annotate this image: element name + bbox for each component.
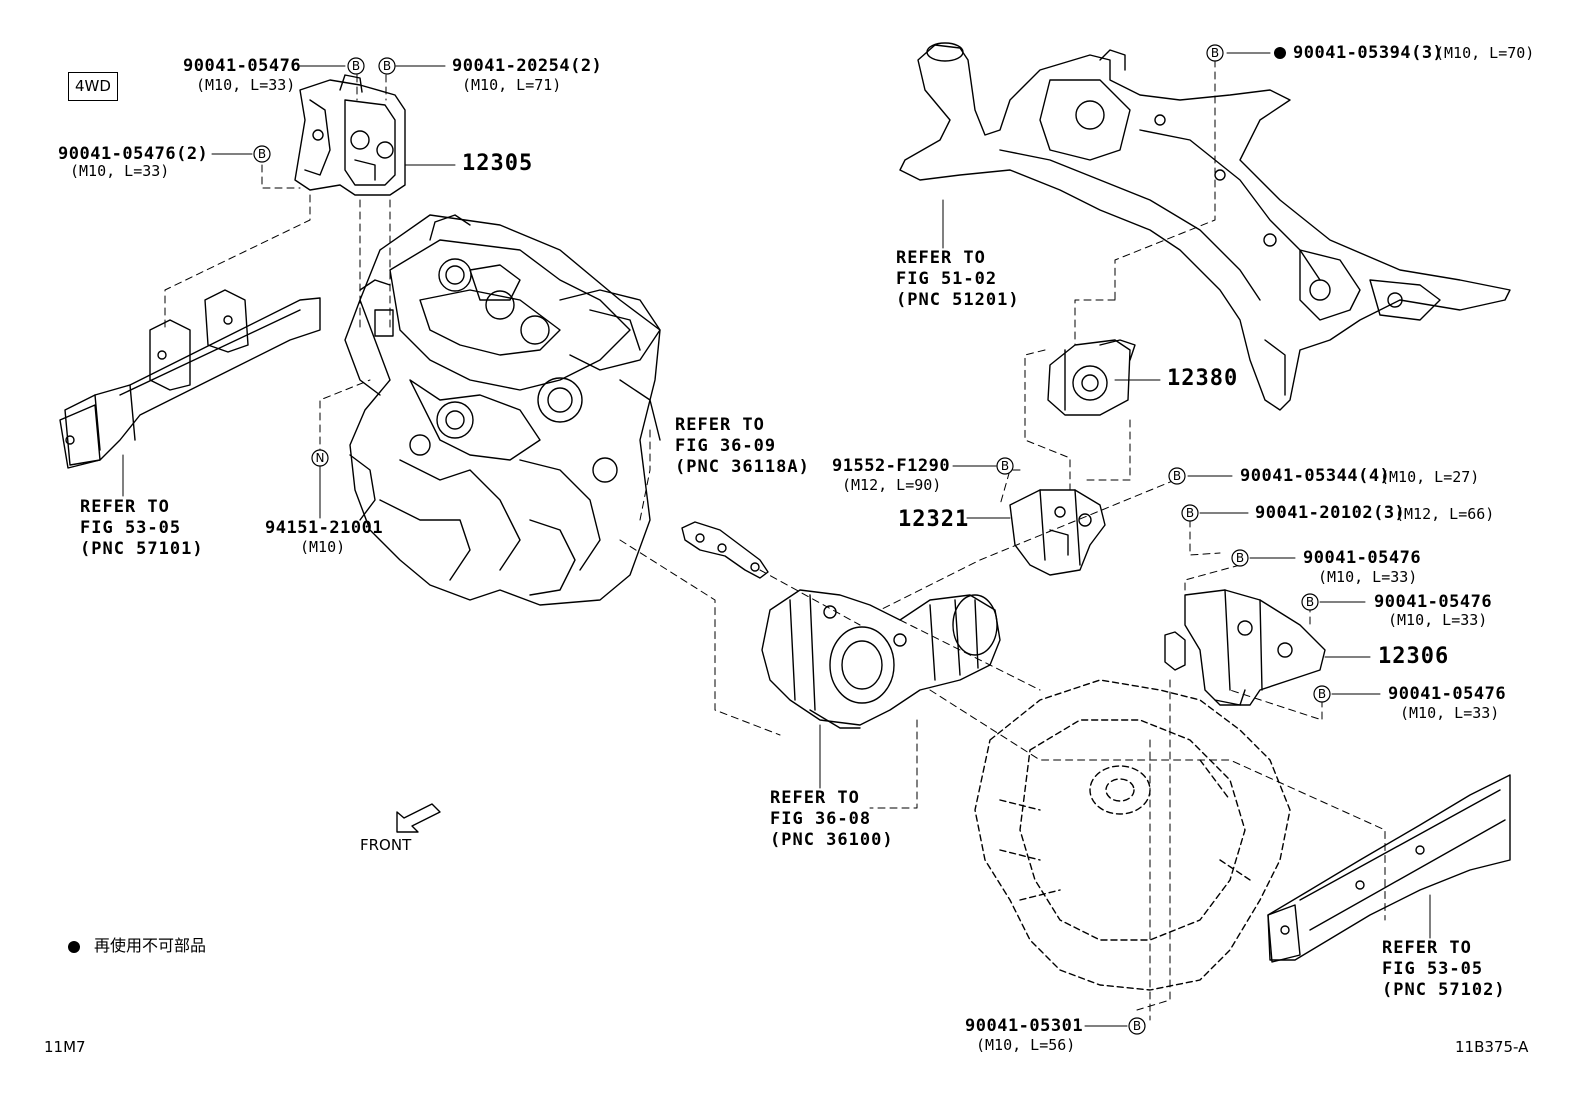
part-spec: (M12, L=90) [842,476,942,494]
front-label: FRONT [360,836,412,854]
part-spec: (M10, L=33) [1400,704,1500,722]
svg-text:B: B [1236,551,1244,565]
part-spec: (M10, L=71) [462,76,562,94]
footer-code-left: 11M7 [44,1038,86,1056]
part-spec: (M10, L=33) [70,162,170,180]
dashed-guide-lines [164,59,1386,1021]
part-spec: (M12, L=66) [1395,505,1495,523]
svg-text:B: B [258,147,266,161]
part-number-90041-05301[interactable]: 90041-05301 [965,1016,1084,1036]
part-spec: (M10, L=27) [1380,468,1480,486]
svg-text:B: B [1186,506,1194,520]
refer-fig-36-09[interactable]: REFER TO FIG 36-09 (PNC 36118A) [675,415,810,477]
circled-b-icon: B [1168,467,1186,485]
bracket-36118a-drawing [681,521,769,579]
part-spec: (M10, L=33) [1388,611,1488,629]
part-number-12305[interactable]: 12305 [462,151,534,176]
transmission-mount-12306-drawing [1164,589,1326,706]
part-number-12380[interactable]: 12380 [1167,366,1239,391]
svg-text:B: B [1173,469,1181,483]
engine-mount-12305-drawing [294,74,406,196]
part-spec: (M10, L=70) [1435,44,1535,62]
engine-drawing [344,214,661,606]
svg-text:B: B [1306,595,1314,609]
part-number-90041-05476-c[interactable]: 90041-05476 [1303,548,1422,568]
transfer-assembly-drawing [761,589,1001,729]
circled-n-icon: N [311,449,329,467]
circled-b-icon: B [1181,504,1199,522]
part-number-90041-20254[interactable]: 90041-20254(2) [452,56,603,76]
part-number-90041-05476-e[interactable]: 90041-05476 [1388,684,1507,704]
svg-text:B: B [1133,1019,1141,1033]
svg-text:B: B [1211,46,1219,60]
circled-b-icon: B [1231,549,1249,567]
front-arrow-icon [396,803,441,833]
non-reusable-dot-icon [1274,47,1286,59]
part-number-12306[interactable]: 12306 [1378,644,1450,669]
bracket-12321-drawing [1009,489,1106,576]
part-number-12321[interactable]: 12321 [898,507,970,532]
svg-text:B: B [1318,687,1326,701]
part-number-94151-21001[interactable]: 94151-21001 [265,518,384,538]
svg-text:B: B [352,59,360,73]
part-spec: (M10, L=33) [1318,568,1418,586]
part-spec: (M10, L=33) [196,76,296,94]
non-reusable-dot-icon [68,941,80,953]
leader-lines [122,52,1431,1027]
refer-fig-51-02[interactable]: REFER TO FIG 51-02 (PNC 51201) [896,248,1020,310]
part-spec: (M10, L=56) [976,1036,1076,1054]
circled-b-icon: B [253,145,271,163]
suspension-crossmember-drawing [899,42,1511,411]
badge-4wd: 4WD [68,72,118,101]
circled-b-icon: B [1206,44,1224,62]
footer-code-right: 11B375-A [1455,1038,1529,1056]
circled-b-icon: B [1313,685,1331,703]
part-number-90041-05394[interactable]: 90041-05394(3) [1293,43,1444,63]
part-number-91552-f1290[interactable]: 91552-F1290 [832,456,951,476]
part-number-90041-05476-a[interactable]: 90041-05476 [183,56,302,76]
refer-fig-53-05-left[interactable]: REFER TO FIG 53-05 (PNC 57101) [80,497,204,559]
transmission-drawing [974,679,1291,991]
circled-b-icon: B [1301,593,1319,611]
right-side-member-drawing [1267,774,1511,963]
svg-text:B: B [383,59,391,73]
legend-non-reusable: 再使用不可部品 [94,936,207,955]
svg-text:B: B [1001,459,1009,473]
circled-b-icon: B [996,457,1014,475]
circled-b-icon: B [347,57,365,75]
refer-fig-36-08[interactable]: REFER TO FIG 36-08 (PNC 36100) [770,788,894,850]
left-side-member-drawing [59,289,321,469]
part-number-90041-05344[interactable]: 90041-05344(4) [1240,466,1391,486]
circled-b-icon: B [378,57,396,75]
part-number-90041-20102[interactable]: 90041-20102(3) [1255,503,1406,523]
svg-text:N: N [316,451,325,465]
part-number-90041-05476-b[interactable]: 90041-05476(2) [58,144,209,164]
rear-mount-12380-drawing [1047,339,1136,416]
refer-fig-53-05-right[interactable]: REFER TO FIG 53-05 (PNC 57102) [1382,938,1506,1000]
circled-b-icon: B [1128,1017,1146,1035]
part-number-90041-05476-d[interactable]: 90041-05476 [1374,592,1493,612]
part-spec: (M10) [300,538,346,556]
